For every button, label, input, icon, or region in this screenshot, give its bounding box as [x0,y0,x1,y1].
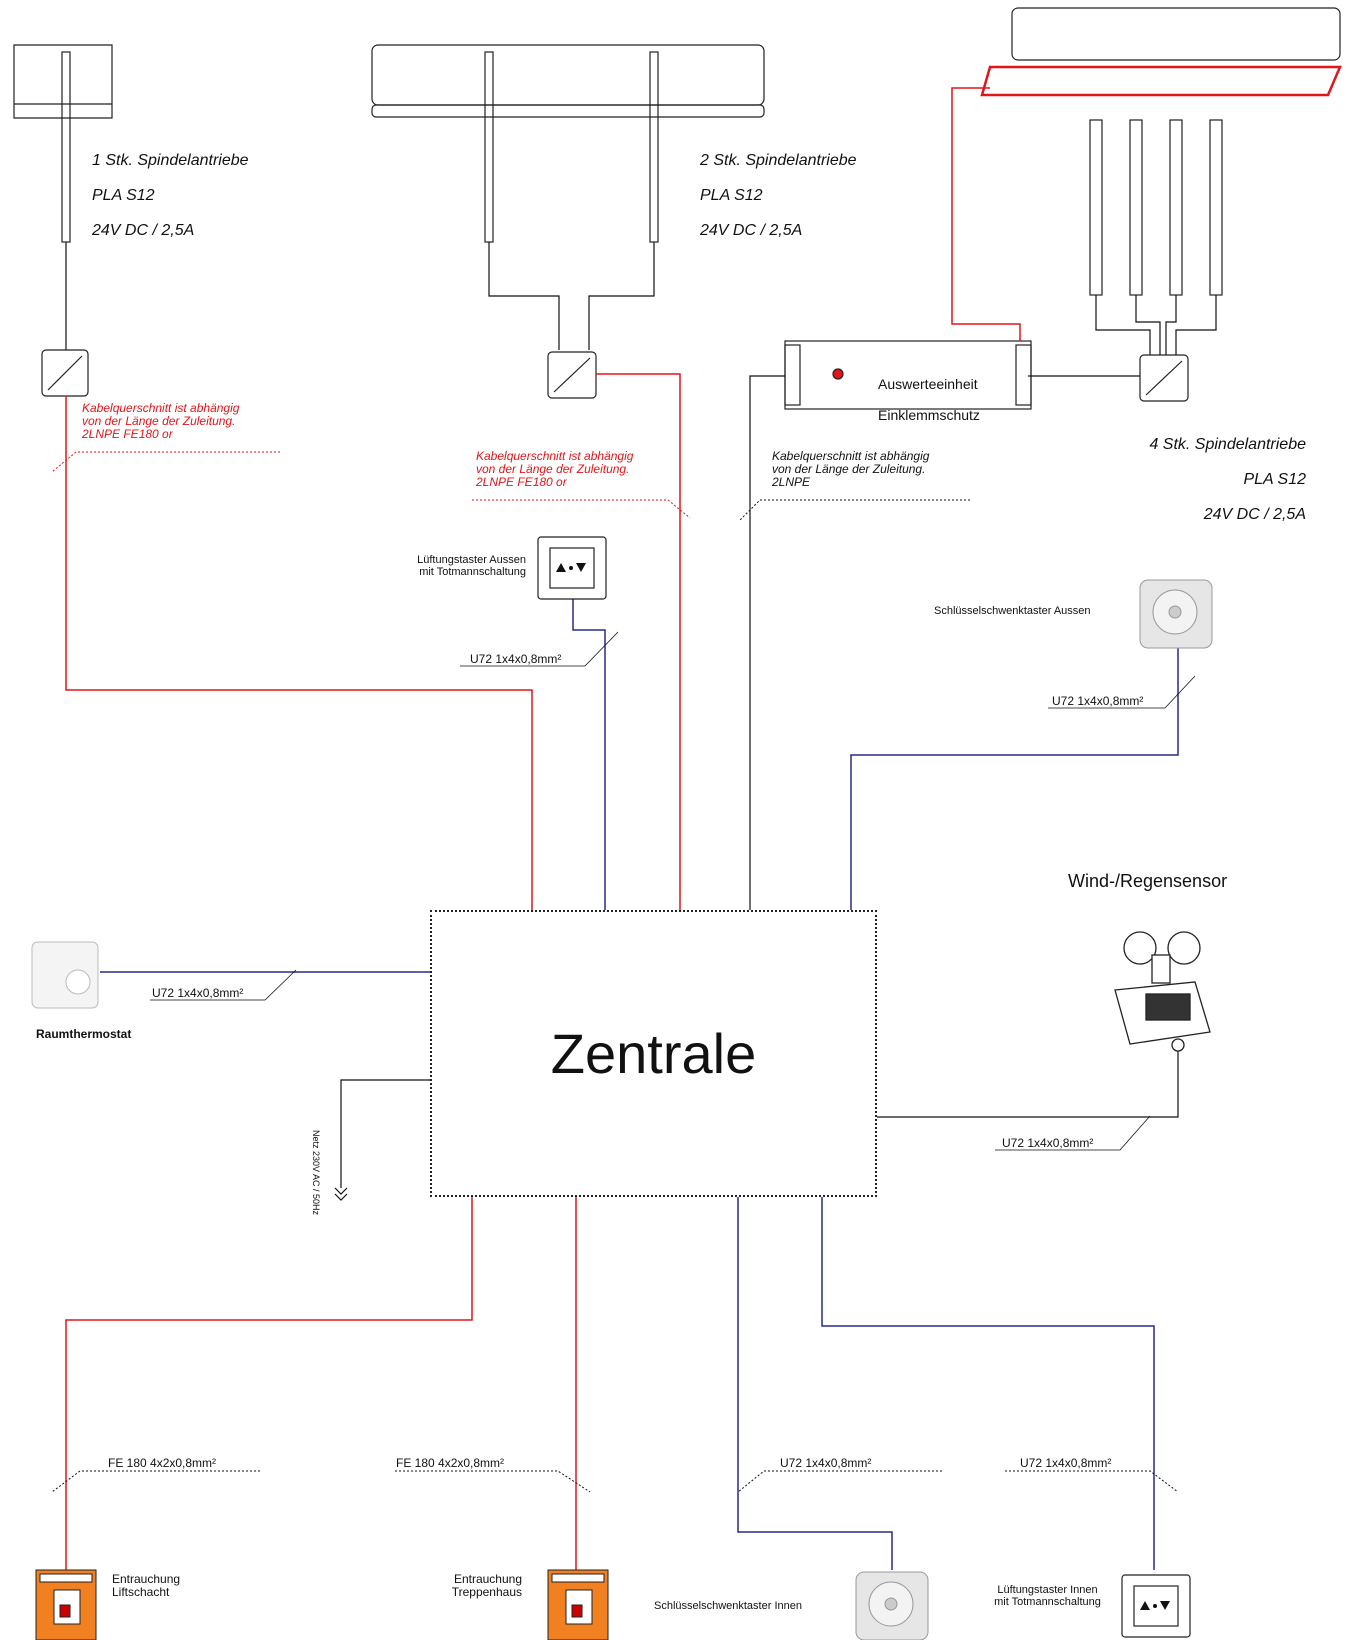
evaluation-unit-line2: Einklemmschutz [878,407,980,424]
evaluation-unit-label: Auswerteeinheit Einklemmschutz [878,362,980,439]
cable-label-smoke-lift: FE 180 4x2x0,8mm² [108,1456,217,1470]
actuator-4-label: 4 Stk. Spindelantriebe PLA S12 24V DC / … [1100,418,1306,541]
actuator-wiring [65,242,1217,377]
cable-note-red-2: Kabelquerschnitt ist abhängig von der Lä… [476,449,634,490]
actuator-1-model: PLA S12 [92,186,155,204]
cable-label-key-inside: U72 1x4x0,8mm² [780,1456,872,1470]
central-unit: Zentrale [430,910,877,1197]
evaluation-unit-box [784,340,1032,410]
actuator-2-rating: 24V DC / 2,5A [700,221,803,239]
vent-switch-outside-label: Lüftungstaster Aussen mit Totmannschaltu… [417,554,526,579]
cable-label-thermostat: U72 1x4x0,8mm² [152,986,244,1000]
actuator-2-label: 2 Stk. Spindelantriebe PLA S12 24V DC / … [700,134,857,257]
junction-boxes [41,349,1189,402]
switch-arrows [556,563,1170,1610]
mains-label: Netz 230V AC / 50Hz [311,1130,321,1216]
key-switch-outside-label: Schlüsselschwenktaster Aussen [934,605,1091,617]
smoke-lift-label: Entrauchung Liftschacht [112,1572,181,1600]
cable-label-vent-outside: U72 1x4x0,8mm² [470,652,562,666]
thermostat-graphic [31,941,99,1009]
switch-boxes [537,536,1191,1638]
cable-label-key-outside: U72 1x4x0,8mm² [1052,694,1144,708]
actuator-2-count: 2 Stk. Spindelantriebe [700,151,857,169]
room-thermostat-label: Raumthermostat [36,1027,132,1041]
central-unit-label: Zentrale [550,1022,757,1085]
leader-lines [51,451,1179,1493]
smoke-stair-label: Entrauchung Treppenhaus [451,1572,522,1600]
window-3 [980,7,1342,296]
cable-label-lines [150,631,1196,1151]
actuator-4-count: 4 Stk. Spindelantriebe [1149,435,1306,453]
cable-label-vent-inside: U72 1x4x0,8mm² [1020,1456,1112,1470]
key-switch-inside-label: Schlüsselschwenktaster Innen [654,1600,802,1612]
key-switch-graphics [855,579,1213,1640]
evaluation-unit-line1: Auswerteeinheit [878,376,978,393]
actuator-4-model: PLA S12 [1243,470,1306,488]
actuator-1-label: 1 Stk. Spindelantriebe PLA S12 24V DC / … [92,134,249,257]
blue-wiring [100,598,1179,1570]
cable-note-red-1: Kabelquerschnitt ist abhängig von der Lä… [82,401,240,442]
cable-label-smoke-stair: FE 180 4x2x0,8mm² [396,1456,505,1470]
cable-note-black: Kabelquerschnitt ist abhängig von der Lä… [772,449,930,490]
actuator-4-rating: 24V DC / 2,5A [1203,505,1306,523]
vent-switch-inside-label: Lüftungstaster Innen mit Totmannschaltun… [994,1584,1101,1609]
actuator-1-count: 1 Stk. Spindelantriebe [92,151,249,169]
cable-label-wind: U72 1x4x0,8mm² [1002,1136,1094,1150]
wind-rain-sensor-label: Wind-/Regensensor [1068,871,1228,891]
red-wiring [65,87,1021,1570]
black-wiring [334,375,1179,1201]
wind-sensor-graphic [1114,931,1211,1052]
actuator-2-model: PLA S12 [700,186,763,204]
actuator-1-rating: 24V DC / 2,5A [92,221,195,239]
smoke-panels [35,1569,609,1640]
